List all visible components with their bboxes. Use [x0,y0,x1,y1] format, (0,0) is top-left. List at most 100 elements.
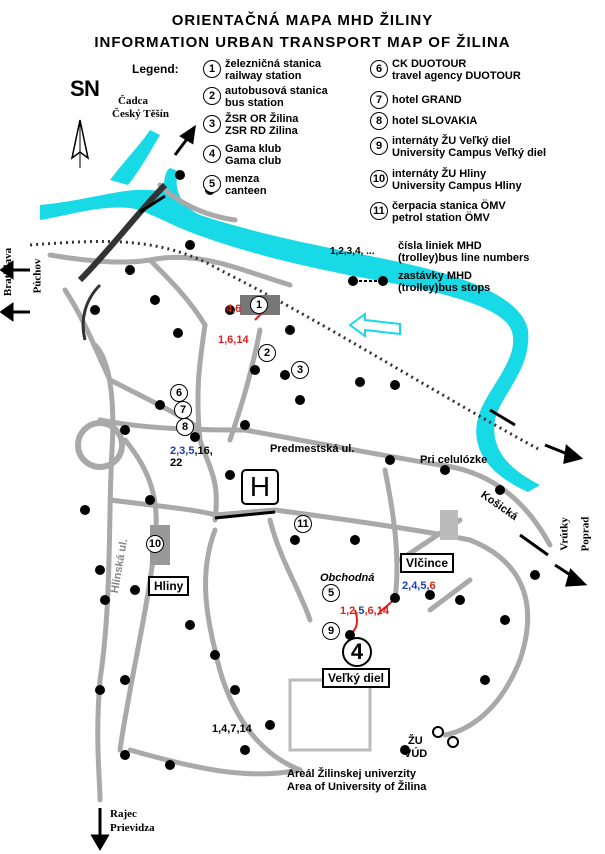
map-marker-duotour: 6 [170,384,188,402]
area-hliny: Hliny [148,576,190,596]
street-predmestska: Predmestská ul. [270,443,355,455]
lines-vlcince: 2,4,5,6 [402,580,436,592]
legend-marker-5: 5 [203,175,221,193]
legend-item-4-sk: Gama klub [225,143,282,155]
legend-item-11-en: petrol station ÖMV [392,212,490,224]
river-flow-arrow [348,312,401,338]
legend-item-7-sk: hotel GRAND [392,94,462,106]
area-vlcince: Vlčince [400,553,455,573]
legend-stops-sk: zastávky MHD [398,270,472,282]
legend-marker-1: 1 [203,60,221,78]
legend-item-1-sk: železničná stanica [225,58,321,70]
lines-railway-station: 4,6 [226,303,242,315]
direction-cadca: Čadca [118,95,148,107]
river-kysuca [110,130,160,185]
legend-item-9-en: University Campus Veľký diel [392,147,547,159]
university-area [288,678,372,752]
legend-marker-6: 6 [370,60,388,78]
lines-vlcince-a: 2, [402,580,412,592]
legend-item-6-sk: CK DUOTOUR [392,58,467,70]
river-label: Váh [432,316,473,341]
lines-campus-a: 1,2, [340,605,359,617]
lines-campus: 1,2,5,6,14 [340,605,389,617]
legend-item-5-sk: menza [225,173,260,185]
legend-lines-sample: 1,2,3,4, ... [330,246,375,257]
legend-marker-7: 7 [370,91,388,109]
map-marker-hotel-slovakia: 8 [176,418,194,436]
direction-bratislava: Bratislava [2,247,15,297]
legend-item-4-en: Gama club [225,155,282,167]
legend-item-9-sk: internáty ŽU Veľký diel [392,135,511,147]
map-marker-canteen: 5 [322,584,340,602]
map-marker-campus-hliny: 10 [146,535,164,553]
map-marker-bus-station: 2 [258,344,276,362]
legend-item-1-en: railway station [225,70,302,82]
compass-south: S [70,76,85,101]
lines-campus-b: 5 [358,605,365,617]
hospital-sign: H [241,469,279,505]
label-zu: ŽU [408,735,423,747]
compass-north: N [84,76,100,101]
map-title-sk: ORIENTAČNÁ MAPA MHD ŽILINY [171,12,434,29]
legend-marker-11: 11 [370,202,388,220]
gama-club-marker: 4 [342,637,372,667]
university-area-en: Area of University of Žilina [287,781,427,793]
direction-puchov: Púchov [31,258,44,294]
legend-item-10-en: University Campus Hliny [392,180,522,192]
street-pri-celulozke: Pri celulózke [420,454,488,466]
legend-marker-3: 3 [203,115,221,133]
legend-marker-2: 2 [203,87,221,105]
map-marker-railway-station: 1 [250,296,268,314]
direction-poprad: Poprad [579,516,592,552]
lines-center-d: 22 [170,457,183,469]
terminal-stops [432,726,459,748]
map-marker-petrol-station: 11 [294,515,312,533]
vlcince-block [440,510,458,540]
legend-item-6-en: travel agency DUOTOUR [392,70,521,82]
street-obchodna: Obchodná [320,572,375,584]
roundabout [75,420,125,470]
direction-rajec: Rajec [110,808,137,820]
legend-marker-10: 10 [370,170,388,188]
lines-center: 2,3,5,16, [170,445,213,457]
legend-item-2-en: bus station [225,97,284,109]
legend-marker-8: 8 [370,112,388,130]
lines-south: 1,4,7,14 [212,723,252,735]
label-vud: VÚD [404,748,428,760]
legend-item-3-en: ZSR RD Zilina [225,125,298,137]
legend-stops-en: (trolley)bus stops [398,282,491,294]
lines-vlcince-c: 6 [429,580,436,592]
legend-lines-en: (trolley)bus line numbers [398,252,530,264]
lines-center-a: 2,3, [170,445,189,457]
lines-bus-station: 1,6,14 [218,334,249,346]
direction-arrows [0,124,588,851]
direction-vrutky: Vrútky [558,517,571,551]
lines-vlcince-b: 4,5, [411,580,430,592]
legend-heading: Legend: [132,62,179,76]
legend-item-2-sk: autobusová stanica [225,85,328,97]
compass-arrow [70,119,90,168]
university-area-sk: Areál Žilinskej univerzity [287,768,416,780]
map-marker-hotel-grand: 7 [174,401,192,419]
lines-campus-c: ,6,14 [364,605,389,617]
direction-prievidza: Prievidza [110,822,155,834]
lines-center-b: 5 [188,445,195,457]
legend-lines-sk: čísla liniek MHD [398,240,482,252]
legend-stop-symbol [348,276,388,286]
direction-cesky-tesin: Český Těšín [112,108,169,120]
legend-item-10-sk: internáty ŽU Hliny [392,168,487,180]
lines-center-c: ,16, [194,445,213,457]
railway [29,182,541,452]
legend-marker-4: 4 [203,145,221,163]
legend-item-11-sk: čerpacia stanica ÖMV [392,200,506,212]
bridges [139,194,549,557]
map-marker-zsr: 3 [291,361,309,379]
legend-item-3-sk: ŽSR OR Žilina [225,113,299,125]
legend-item-5-en: canteen [225,185,267,197]
legend-item-8-sk: hotel SLOVAKIA [392,115,478,127]
river-vah [40,168,540,492]
area-velky-diel: Veľký diel [322,668,390,688]
legend-marker-9: 9 [370,137,388,155]
road-network [47,182,553,803]
